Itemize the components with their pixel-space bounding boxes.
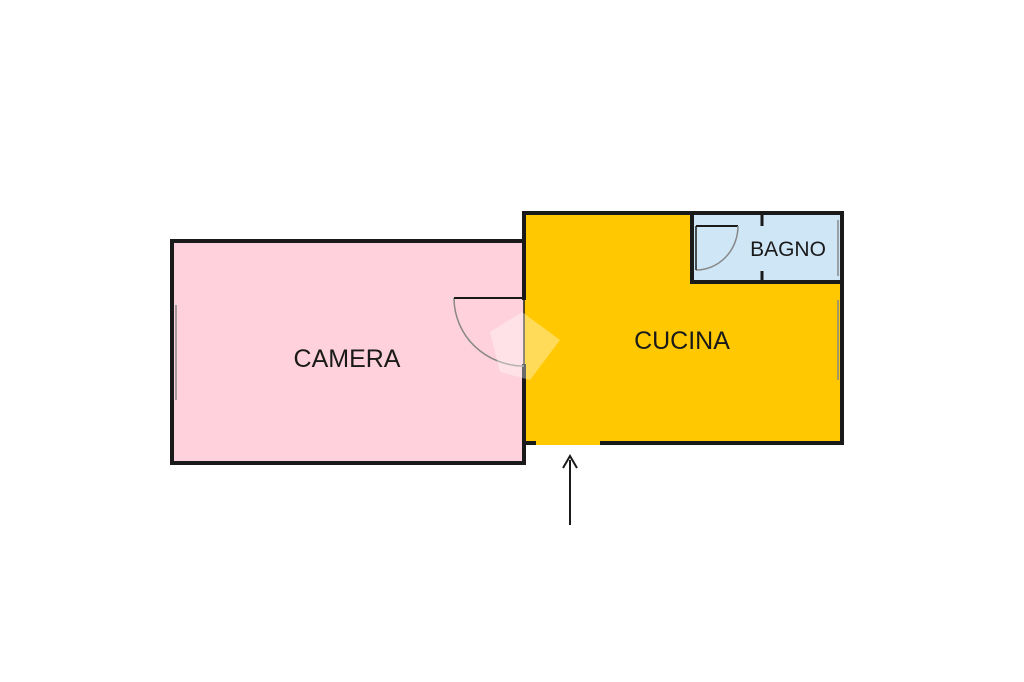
room-label-camera: CAMERA: [294, 345, 401, 373]
up-arrow-icon: [562, 454, 578, 525]
room-label-cucina: CUCINA: [634, 327, 730, 355]
room-camera: [172, 241, 524, 463]
room-label-bagno: BAGNO: [750, 238, 826, 261]
walls: [170, 211, 844, 465]
windows: [175, 220, 839, 400]
door-camera-cucina: [453, 297, 525, 367]
logo-watermark: [490, 312, 560, 380]
door-bagno: [695, 225, 739, 271]
